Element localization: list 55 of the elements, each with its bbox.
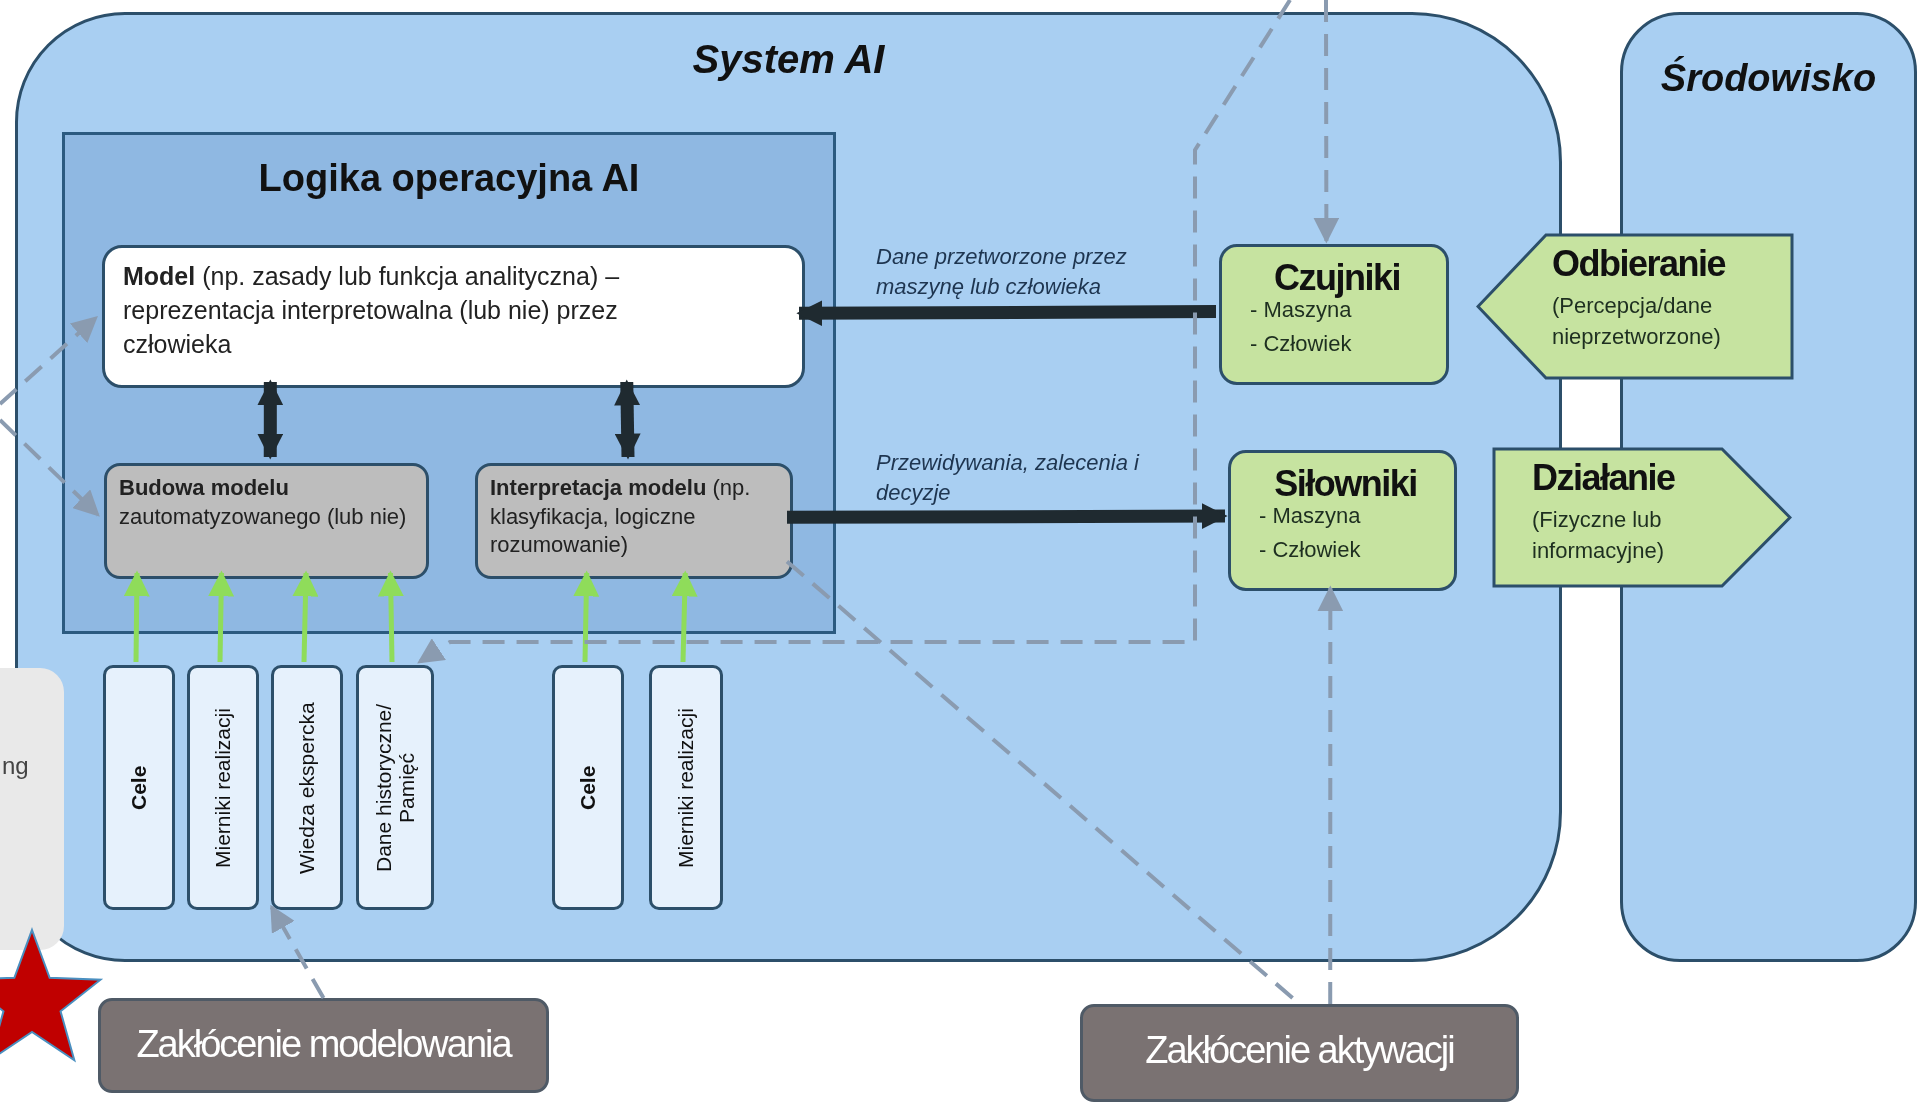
box-text: - Człowiek — [1259, 536, 1362, 564]
panel-title: System AI — [691, 37, 886, 82]
vertical-text: Dane historyczne/ Pamięć — [371, 702, 419, 874]
disruption-box — [1080, 1004, 1519, 1102]
text-fragment: ng — [2, 752, 29, 780]
model-box — [102, 245, 805, 388]
panel-title: Środowisko — [1659, 57, 1878, 100]
arrow — [269, 904, 326, 999]
arrow — [123, 570, 150, 663]
logic-panel — [62, 132, 836, 634]
input-bar — [187, 665, 259, 910]
arrow — [573, 570, 600, 663]
box-title: Odbieranie — [1552, 243, 1727, 285]
arrow — [1313, 0, 1340, 244]
arrow — [0, 418, 100, 517]
arrow — [208, 570, 235, 663]
box-text: (Fizyczne lub informacyjne) — [1532, 506, 1666, 565]
input-bar — [649, 665, 723, 910]
box-text: - Maszyna — [1250, 297, 1352, 324]
box-text: Zakłócenie aktywacji — [1144, 1029, 1455, 1072]
panel-title: Logika operacyjna AI — [257, 157, 641, 200]
vertical-text: Cele — [127, 764, 151, 812]
vertical-text: Wiedza ekspercka — [295, 700, 319, 876]
box-title: Czujniki — [1273, 257, 1401, 299]
box-text: - Człowiek — [1250, 330, 1353, 358]
arrow — [671, 570, 698, 663]
component-box — [1219, 244, 1449, 385]
input-bar — [356, 665, 434, 910]
arrow — [0, 315, 98, 406]
vertical-text: Mierniki realizacji — [674, 706, 698, 870]
input-bar — [552, 665, 624, 910]
arrow — [292, 570, 319, 663]
box-text: Zakłócenie modelowania — [135, 1023, 513, 1066]
arrow — [417, 0, 1292, 664]
input-bar — [271, 665, 343, 910]
box-text: Budowa modelu zautomatyzowanego (lub nie) — [119, 474, 408, 531]
arrow — [787, 503, 1228, 530]
disruption-box — [98, 998, 549, 1093]
arrow — [377, 570, 404, 663]
arrow — [257, 379, 284, 460]
arrow — [1317, 585, 1344, 1004]
process-box — [104, 463, 429, 579]
arrow — [614, 379, 641, 460]
box-title: Działanie — [1532, 457, 1676, 499]
box-title: Siłowniki — [1273, 463, 1418, 505]
box-text: Model (np. zasady lub funkcja analityczna) – reprezentacja interpretowalna (lub nie) przez człowieka — [123, 261, 621, 360]
box-text: - Maszyna — [1259, 502, 1362, 530]
component-box — [1228, 450, 1457, 591]
vertical-text: Cele — [576, 764, 600, 812]
process-box — [475, 463, 793, 579]
arrow — [796, 300, 1217, 327]
box-text: Interpretacja modelu (np. klasyfikacja, logiczne rozumowanie) — [490, 474, 752, 560]
input-bar — [103, 665, 175, 910]
vertical-text: Mierniki realizacji — [211, 706, 235, 870]
box-text: (Percepcja/dane nieprzetworzone) — [1552, 292, 1722, 351]
